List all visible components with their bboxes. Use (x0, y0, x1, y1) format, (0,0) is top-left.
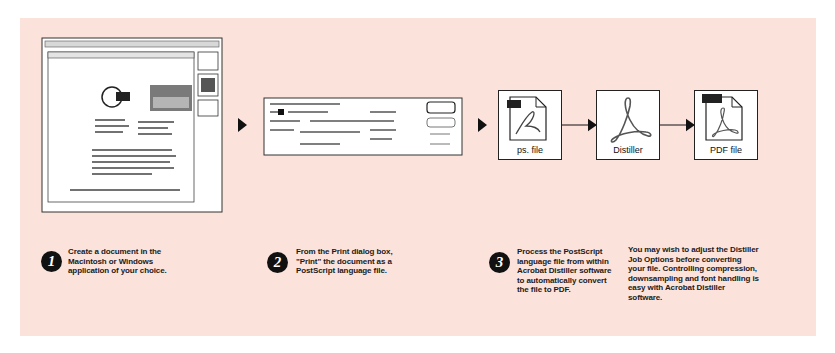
file-type-tag (702, 94, 722, 103)
flow-arrow (660, 125, 694, 126)
icon-background (694, 90, 758, 160)
step-number: 3 (489, 252, 510, 273)
application-icon-box: Distiller (596, 90, 660, 160)
dialog-button (427, 102, 455, 113)
palette-swatch (201, 78, 215, 92)
background-panel (20, 18, 816, 336)
step-description: Create a document in the Macintosh or Wi… (68, 247, 186, 276)
node-text: Distiller (613, 145, 643, 155)
page-fold (732, 97, 742, 107)
dialog-controls (270, 104, 396, 144)
acrobat-symbol (611, 98, 650, 142)
note-text: You may wish to adjust the Distiller Job… (628, 245, 760, 303)
palette-window (198, 74, 218, 96)
document-window (48, 52, 194, 202)
photo-placeholder (150, 85, 192, 111)
node-text: 2 (274, 255, 282, 270)
step-description: From the Print dialog box, "Print" the d… (296, 247, 408, 276)
photo-detail (153, 97, 189, 108)
node-text: 1 (48, 254, 56, 269)
text-lines (70, 120, 180, 190)
flow-arrowhead (238, 118, 247, 132)
page-fold (536, 97, 546, 107)
file-type-tag (507, 100, 521, 108)
print-dialog (264, 98, 462, 155)
window-title-bar (48, 52, 194, 58)
step-number: 1 (41, 251, 62, 272)
icon-background (498, 90, 562, 160)
dialog-checkbox (278, 109, 284, 115)
file-page (706, 97, 742, 140)
flow-arrowhead (478, 118, 487, 132)
postscript-glyph (516, 112, 540, 134)
step-description: Process the PostScript language file fro… (517, 247, 615, 295)
palette-window (198, 52, 218, 70)
acrobat-symbol (712, 108, 738, 137)
file-icon-box: PDF file (694, 90, 758, 160)
node-text: ps. file (517, 145, 543, 155)
dialog-button (427, 118, 455, 127)
menu-bar (45, 41, 219, 47)
logo-mark (116, 92, 130, 101)
screenshot-frame (42, 38, 222, 212)
file-icon-box: ps. file (498, 90, 562, 160)
step-number: 2 (267, 252, 288, 273)
palette-window (198, 100, 218, 116)
node-text: PDF file (710, 145, 742, 155)
flow-arrow (562, 125, 596, 126)
dialog-controls (430, 134, 450, 144)
node-text: 3 (496, 255, 504, 270)
icon-background (596, 90, 660, 160)
